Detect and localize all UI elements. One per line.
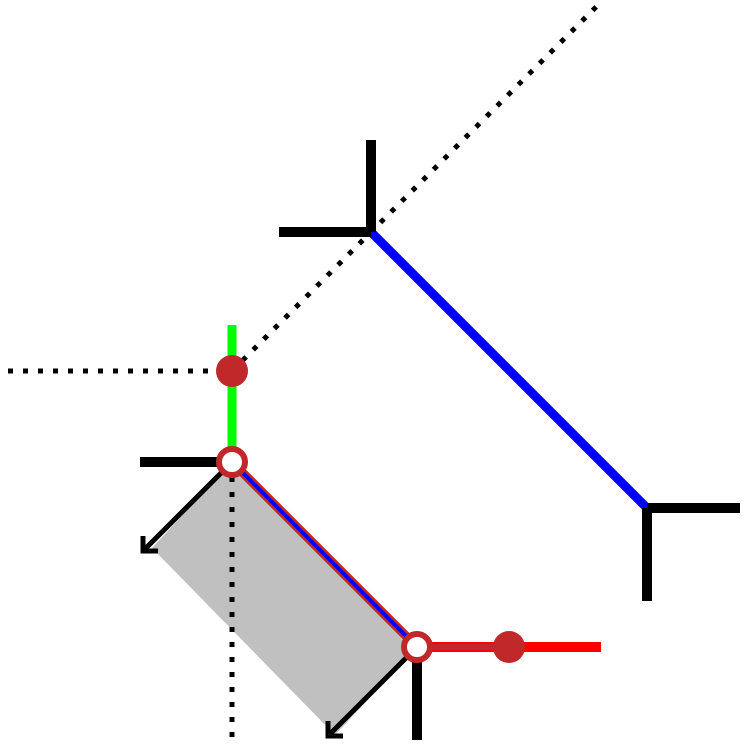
blue-red-edge [230, 460, 419, 649]
shaded-region [152, 462, 417, 735]
filled-point-marker [493, 631, 525, 663]
hollow-point-marker [216, 446, 248, 478]
dotted-diagonal-line [230, 3, 600, 373]
arrow-down-left-icon [325, 645, 419, 739]
blue-edge [367, 228, 651, 512]
corner-bracket-right [642, 503, 740, 601]
arrow-down-left-icon [140, 460, 234, 554]
hollow-point-marker [401, 631, 433, 663]
corner-bracket-top [279, 140, 376, 237]
filled-point-marker [216, 355, 248, 387]
